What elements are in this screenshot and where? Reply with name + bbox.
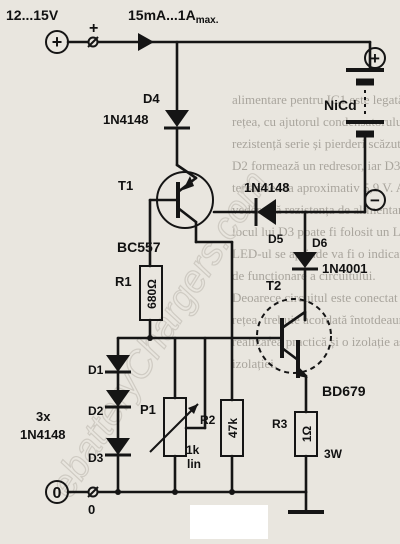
d2-name: D2 (88, 404, 104, 418)
node-chain-ground (115, 489, 121, 495)
node-r1 (147, 335, 153, 341)
bg-line-11: rețea, trebuie acordată întotdeauna aten… (232, 312, 400, 327)
p1-wiper-head-icon (188, 404, 198, 414)
r1-value: 680Ω (145, 279, 159, 309)
terminal-screw-slot (87, 36, 99, 48)
bg-line-5: tensiunea la aproximativ 5,9 V. Având în (232, 180, 400, 195)
r3-value: 1Ω (300, 425, 314, 442)
bg-line-1: alimentare pentru IC1 este legată direct… (232, 92, 400, 107)
t1-emitter-arrow-icon (183, 176, 194, 190)
t2-collector-leg (280, 310, 307, 330)
d6-part: 1N4001 (322, 261, 368, 276)
zero-terminal-symbol: 0 (53, 485, 62, 502)
p1-taper: lin (187, 457, 201, 471)
battery-plus-marker (364, 47, 386, 69)
paper-area (0, 0, 232, 544)
paper-area-top (232, 0, 400, 92)
chain-part: 1N4148 (20, 427, 66, 442)
d1-name: D1 (88, 363, 104, 377)
r2-value: 47k (226, 418, 240, 438)
d4-name: D4 (143, 91, 160, 106)
current-arrow-icon (138, 33, 154, 51)
bg-line-3: rezistență serie și pierderi scăzute. Di… (232, 136, 400, 151)
p1-value: 1k (186, 443, 200, 457)
current-range-label: 15mA...1Amax. (128, 7, 219, 26)
t1-name: T1 (118, 178, 133, 193)
d6-diode-icon (293, 252, 317, 268)
wire-t1-emitter (175, 163, 198, 180)
zero-label: 0 (88, 502, 95, 517)
d5-diode-icon (257, 199, 276, 225)
battery-plus-symbol: + (370, 49, 380, 68)
bg-line-8: LED-ul se aprinde va fi o indicație pent… (232, 246, 400, 261)
terminal-screw-slot-bottom (87, 486, 99, 498)
supply-plus-label: + (89, 20, 98, 37)
battery-minus-symbol: − (370, 191, 380, 210)
battery-label: NiCd (324, 97, 357, 113)
p1-wiper-arrow (149, 403, 199, 453)
p1-name: P1 (140, 402, 156, 417)
r3-power: 3W (324, 447, 343, 461)
d1-diode-icon (106, 355, 130, 372)
d5-name: D5 (268, 232, 284, 246)
d5-part: 1N4148 (244, 180, 290, 195)
d4-part: 1N4148 (103, 112, 149, 127)
r1-name: R1 (115, 274, 132, 289)
d6-name: D6 (312, 236, 328, 250)
d4-diode-icon (165, 110, 189, 127)
r3-name: R3 (272, 417, 288, 431)
node-r2-ground (229, 489, 235, 495)
t2-transistor-icon (256, 298, 332, 374)
d3-diode-icon (106, 438, 130, 455)
t2-emitter-leg (280, 346, 300, 362)
bg-line-7: locul lui D3 poate fi folosit un LED. În… (232, 224, 400, 239)
t2-part: BD679 (322, 383, 366, 399)
background-text: alimentare pentru IC1 este legată direct… (232, 92, 400, 371)
node-p1-ground (172, 489, 178, 495)
d3-name: D3 (88, 451, 104, 465)
blank-patch (190, 505, 268, 539)
supply-voltage-label: 12...15V (6, 7, 59, 23)
d2-diode-icon (106, 390, 130, 407)
chain-count: 3x (36, 409, 51, 424)
t1-collector-leg (176, 206, 198, 224)
bg-line-10: Deoarece circuitul este conectat direct … (232, 290, 400, 305)
t1-part: BC557 (117, 239, 161, 255)
t2-name: T2 (266, 278, 281, 293)
r2-name: R2 (200, 413, 216, 427)
bg-line-2: rețea, cu ajutorul condensatorului adăug… (232, 114, 400, 129)
bg-line-4: D2 formează un redresor, iar D3 limiteaz… (232, 158, 400, 173)
plus-terminal-symbol: + (52, 32, 63, 52)
